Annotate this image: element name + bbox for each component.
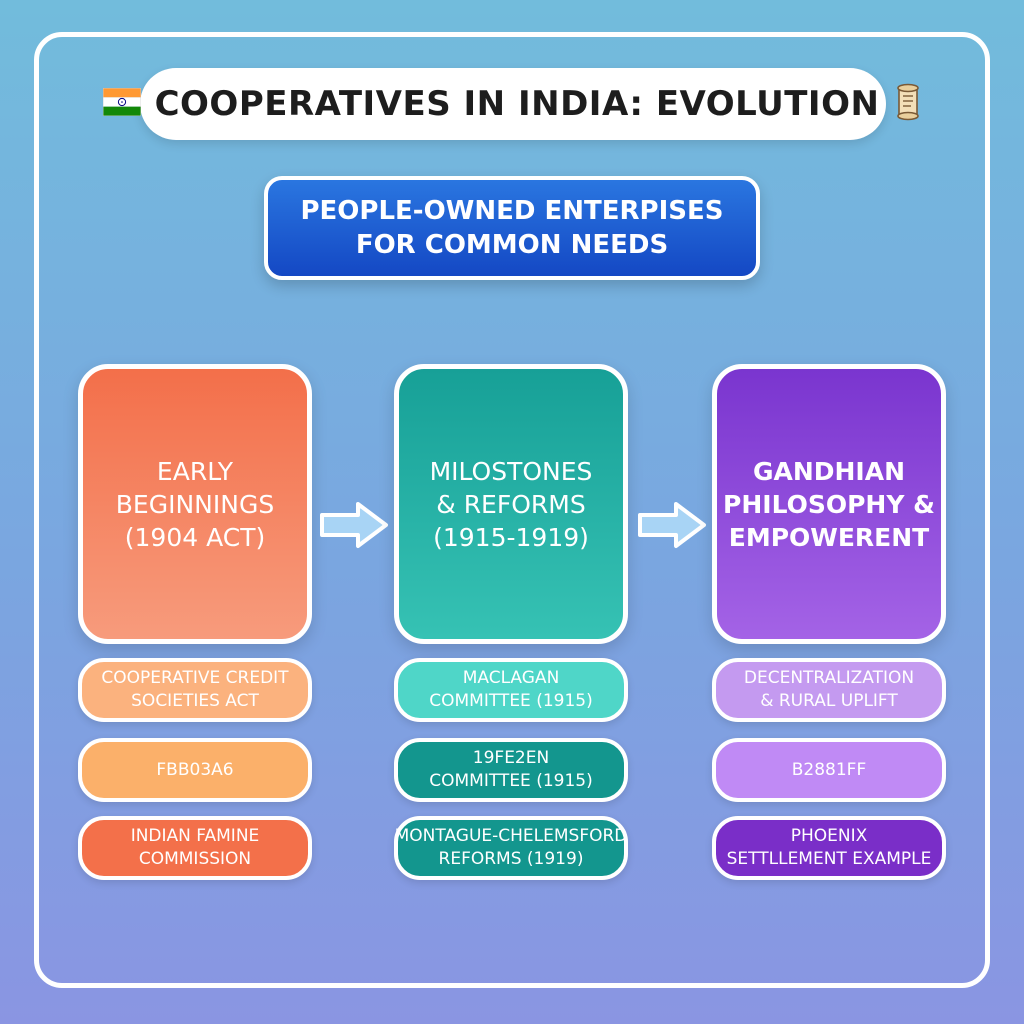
stage-2-line-3: (1915-1919) bbox=[433, 522, 589, 552]
subtitle-line-1: PEOPLE-OWNED ENTERPISES bbox=[300, 196, 724, 226]
title-banner: COOPERATIVES IN INDIA: EVOLUTION bbox=[102, 68, 920, 140]
pill-famine-commission: INDIAN FAMINE COMMISSION bbox=[78, 816, 312, 880]
pill-line: & RURAL UPLIFT bbox=[760, 691, 898, 711]
pill-line: INDIAN FAMINE bbox=[130, 826, 260, 846]
stage-2-line-1: MILOSTONES bbox=[429, 456, 593, 486]
pill-line: COMMITTEE (1915) bbox=[429, 691, 593, 711]
stage-milestones-reforms: MILOSTONES & REFORMS (1915-1919) bbox=[394, 364, 628, 644]
outer-frame bbox=[34, 32, 990, 988]
stage-gandhian-philosophy: GANDHIAN PHILOSOPHY & EMPOWERENT bbox=[712, 364, 946, 644]
pill-credit-societies-act: COOPERATIVE CREDIT SOCIETIES ACT bbox=[78, 658, 312, 722]
pill-line: REFORMS (1919) bbox=[438, 849, 584, 869]
pill-line: MONTAGUE-CHELEMSFORD bbox=[394, 826, 628, 846]
pill-line: PHOENIX bbox=[790, 826, 868, 846]
stage-1-line-2: BEGINNINGS bbox=[115, 489, 275, 519]
pill-montague-chelmsford: MONTAGUE-CHELEMSFORD REFORMS (1919) bbox=[394, 816, 628, 880]
india-flag-icon bbox=[102, 87, 141, 121]
pill-maclagan-committee: MACLAGAN COMMITTEE (1915) bbox=[394, 658, 628, 722]
stage-3-line-2: PHILOSOPHY & bbox=[723, 489, 935, 519]
stage-1-line-1: EARLY bbox=[156, 456, 234, 486]
stage-3-line-1: GANDHIAN bbox=[752, 456, 906, 486]
scroll-icon bbox=[893, 83, 923, 126]
page-title: COOPERATIVES IN INDIA: EVOLUTION bbox=[154, 84, 880, 124]
pill-line: SOCIETIES ACT bbox=[131, 691, 259, 711]
pill-committee-1915: 19FE2EN COMMITTEE (1915) bbox=[394, 738, 628, 802]
pill-line: COMMISSION bbox=[138, 849, 252, 869]
stage-early-beginnings: EARLY BEGINNINGS (1904 ACT) bbox=[78, 364, 312, 644]
pill-color-code: FBB03A6 bbox=[78, 738, 312, 802]
pill-line: COOPERATIVE CREDIT bbox=[101, 668, 289, 688]
pill-decentralization: DECENTRALIZATION & RURAL UPLIFT bbox=[712, 658, 946, 722]
pill-line: MACLAGAN bbox=[462, 668, 560, 688]
pill-line: 19FE2EN bbox=[472, 748, 550, 768]
pill-line: SETTLLEMENT EXAMPLE bbox=[726, 849, 932, 869]
stage-1-line-3: (1904 ACT) bbox=[124, 522, 266, 552]
arrow-right-icon bbox=[318, 498, 392, 552]
pill-line: COMMITTEE (1915) bbox=[429, 771, 593, 791]
stage-3-line-3: EMPOWERENT bbox=[728, 522, 930, 552]
pill-color-code: B2881FF bbox=[712, 738, 946, 802]
subtitle-box: PEOPLE-OWNED ENTERPISES FOR COMMON NEEDS bbox=[264, 176, 760, 280]
arrow-right-icon bbox=[636, 498, 710, 552]
subtitle-line-2: FOR COMMON NEEDS bbox=[355, 230, 669, 260]
pill-line: FBB03A6 bbox=[156, 759, 234, 780]
pill-line: DECENTRALIZATION bbox=[743, 668, 915, 688]
pill-line: B2881FF bbox=[791, 759, 867, 780]
pill-phoenix-settlement: PHOENIX SETTLLEMENT EXAMPLE bbox=[712, 816, 946, 880]
stage-2-line-2: & REFORMS bbox=[436, 489, 586, 519]
